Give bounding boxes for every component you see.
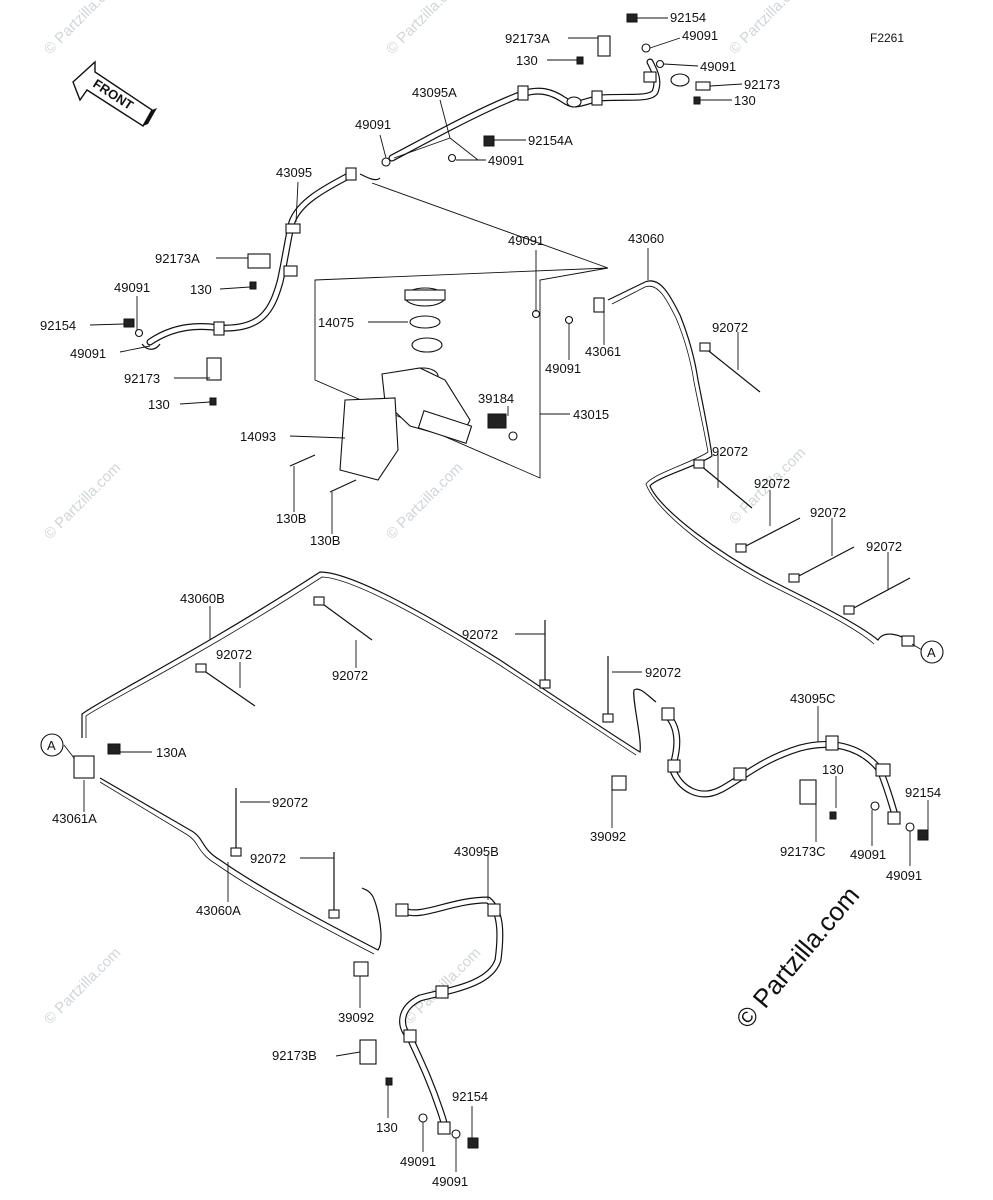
clips-92072-right bbox=[693, 342, 911, 615]
leader-lines bbox=[63, 17, 929, 1172]
part-label: 92072 bbox=[645, 665, 681, 680]
watermark: © Partzilla.com bbox=[726, 0, 809, 58]
part-labels: 92154 92173A 49091 130 49091 92173 130 4… bbox=[40, 10, 941, 1189]
part-label: 49091 bbox=[400, 1154, 436, 1169]
part-label: 92072 bbox=[332, 668, 368, 683]
part-label: 43095A bbox=[412, 85, 457, 100]
part-label: 130 bbox=[190, 282, 212, 297]
part-label: 92173A bbox=[155, 251, 200, 266]
part-label: 92072 bbox=[712, 320, 748, 335]
copyright-text: © Partzilla.com bbox=[730, 880, 866, 1033]
part-label: 14075 bbox=[318, 315, 354, 330]
part-label: 49091 bbox=[70, 346, 106, 361]
part-label: 39184 bbox=[478, 391, 514, 406]
part-label: 92173 bbox=[124, 371, 160, 386]
brake-hose-43095 bbox=[146, 167, 357, 346]
part-label: 130 bbox=[822, 762, 844, 777]
part-label: 49091 bbox=[850, 847, 886, 862]
watermark: © Partzilla.com bbox=[41, 459, 124, 542]
part-label: 130 bbox=[734, 93, 756, 108]
part-label: 92072 bbox=[810, 505, 846, 520]
brake-hose-43095b bbox=[353, 896, 504, 1149]
watermark: © Partzilla.com bbox=[41, 944, 124, 1027]
part-label: 92072 bbox=[712, 444, 748, 459]
part-label: 92072 bbox=[754, 476, 790, 491]
callout-a-left: A bbox=[40, 733, 64, 757]
part-label: 49091 bbox=[886, 868, 922, 883]
part-label: 92173A bbox=[505, 31, 550, 46]
callout-a-right: A bbox=[920, 640, 944, 664]
part-label: 43061A bbox=[52, 811, 97, 826]
part-label: 130 bbox=[376, 1120, 398, 1135]
part-label: 130 bbox=[148, 397, 170, 412]
watermark: © Partzilla.com bbox=[41, 0, 124, 58]
master-cylinder-assembly bbox=[289, 182, 609, 493]
figure-id: F2261 bbox=[870, 31, 904, 45]
part-label: 92072 bbox=[250, 851, 286, 866]
part-label: 49091 bbox=[355, 117, 391, 132]
brake-hose-43095a bbox=[388, 58, 690, 162]
part-label: 92072 bbox=[866, 539, 902, 554]
part-label: 92173 bbox=[744, 77, 780, 92]
part-label: 92072 bbox=[272, 795, 308, 810]
front-arrow-icon: FRONT bbox=[72, 60, 157, 127]
brake-pipe-43060a bbox=[99, 777, 382, 955]
part-label: 92072 bbox=[216, 647, 252, 662]
part-label: 130B bbox=[310, 533, 340, 548]
watermark: © Partzilla.com bbox=[383, 0, 466, 58]
part-label: 43095C bbox=[790, 691, 836, 706]
brake-pipe-43060b bbox=[81, 571, 657, 756]
part-label: 43095 bbox=[276, 165, 312, 180]
part-label: 43061 bbox=[585, 344, 621, 359]
part-label: 92072 bbox=[462, 627, 498, 642]
part-label: 43060A bbox=[196, 903, 241, 918]
part-label: 14093 bbox=[240, 429, 276, 444]
watermarks: © Partzilla.com © Partzilla.com © Partzi… bbox=[41, 0, 809, 1028]
part-label: 43060 bbox=[628, 231, 664, 246]
joint-43061a bbox=[73, 743, 121, 779]
clips-92072-middle bbox=[195, 596, 614, 919]
part-label: 92154 bbox=[40, 318, 76, 333]
part-label: 92173B bbox=[272, 1048, 317, 1063]
part-label: 130A bbox=[156, 745, 187, 760]
part-label: 130B bbox=[276, 511, 306, 526]
part-label: 49091 bbox=[488, 153, 524, 168]
brake-pipe-43060 bbox=[607, 280, 915, 647]
part-label: 92154 bbox=[670, 10, 706, 25]
watermark: © Partzilla.com bbox=[383, 459, 466, 542]
callout-a-label: A bbox=[927, 645, 936, 660]
part-label: 49091 bbox=[700, 59, 736, 74]
part-label: 39092 bbox=[590, 829, 626, 844]
callout-a-label: A bbox=[47, 738, 56, 753]
part-label: 49091 bbox=[114, 280, 150, 295]
part-label: 43095B bbox=[454, 844, 499, 859]
part-label: 92154 bbox=[452, 1089, 488, 1104]
part-label: 39092 bbox=[338, 1010, 374, 1025]
part-label: 43015 bbox=[573, 407, 609, 422]
part-label: 49091 bbox=[432, 1174, 468, 1189]
part-label: 49091 bbox=[545, 361, 581, 376]
part-label: 92173C bbox=[780, 844, 826, 859]
part-label: 43060B bbox=[180, 591, 225, 606]
part-label: 49091 bbox=[682, 28, 718, 43]
brake-hose-43095c bbox=[611, 707, 929, 841]
part-label: 49091 bbox=[508, 233, 544, 248]
fittings-upper bbox=[123, 13, 711, 406]
part-label: 130 bbox=[516, 53, 538, 68]
part-label: 92154A bbox=[528, 133, 573, 148]
part-label: 92154 bbox=[905, 785, 941, 800]
